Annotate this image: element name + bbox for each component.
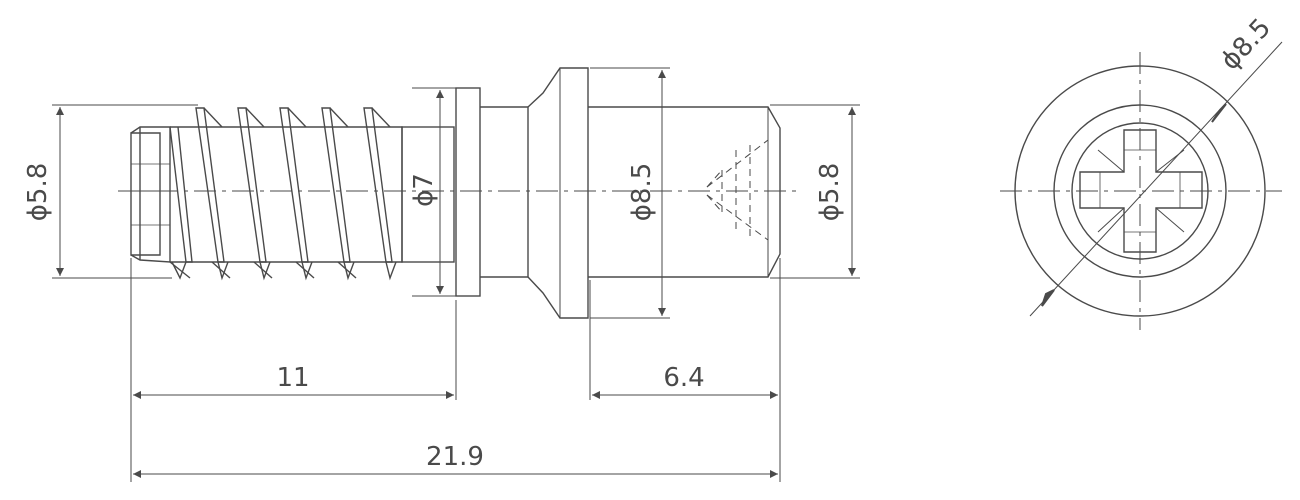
end-view-inner-circle [1071, 122, 1209, 260]
conical-head [527, 67, 589, 319]
total-length-label: 21.9 [426, 442, 484, 472]
end-length-label: 6.4 [663, 363, 704, 393]
end-view-arrow-bottom [1041, 289, 1055, 307]
extension-lines [52, 67, 860, 482]
thread-length-label: 11 [276, 363, 309, 393]
end-view-arrow-top [1211, 103, 1227, 123]
hidden-socket [706, 139, 769, 241]
dim-line-end-view-diameter [1029, 41, 1283, 317]
threads [169, 107, 397, 281]
neck [401, 126, 455, 263]
end-diameter-label: ϕ5.8 [815, 163, 845, 222]
thread-core [130, 126, 403, 263]
head-diameter-label: ϕ8.5 [627, 163, 657, 222]
neck-diameter-label: ϕ7 [409, 173, 439, 207]
shank [480, 106, 529, 278]
end-view-outer-circle [1014, 65, 1266, 317]
flange [455, 87, 481, 297]
end-view [1000, 52, 1282, 330]
end-view-middle-circle [1053, 104, 1227, 278]
recess-spikes [1097, 149, 1185, 233]
dimension-lines [56, 70, 856, 478]
end-body [588, 106, 781, 278]
side-view [118, 67, 800, 319]
thread-diameter-label: ϕ5.8 [23, 163, 53, 222]
end-view-diameter-label: ϕ8.5 [1215, 13, 1277, 76]
